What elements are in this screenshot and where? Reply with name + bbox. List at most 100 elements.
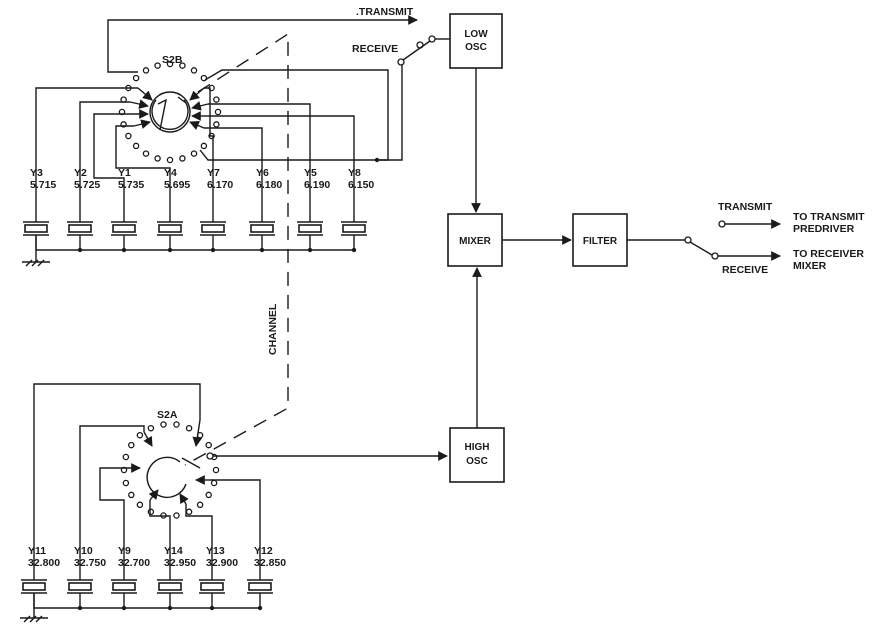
s2a-contact (122, 479, 130, 487)
s2b-contact (166, 60, 174, 68)
crystal-name: Y3 (30, 167, 43, 179)
crystal-frequency: 5.725 (74, 179, 100, 191)
receive-top-label: RECEIVE (352, 43, 398, 55)
transmit-right-label: TRANSMIT (718, 201, 773, 213)
s2a-contact (147, 508, 155, 516)
low-crystal-y3: Y35.715 (23, 167, 56, 250)
s2b-contact (214, 108, 222, 116)
s2a-contact (128, 491, 135, 499)
s2b-contact (142, 150, 150, 157)
svg-text:HIGH: HIGH (465, 442, 490, 453)
s2a-label: S2A (157, 409, 178, 421)
s2b-contact (213, 96, 220, 103)
s2b-rotor (149, 91, 191, 133)
low-crystal-y4: Y45.695 (157, 167, 190, 253)
low-crystal-y2: Y25.725 (67, 167, 100, 253)
s2a-contact (205, 491, 212, 499)
s2a-contact (128, 441, 135, 449)
s2b-contact (154, 62, 161, 69)
crystal-name: Y7 (207, 167, 220, 179)
s2a-contact (160, 421, 167, 428)
s2a-contact (185, 508, 193, 516)
crystal-name: Y11 (28, 545, 46, 557)
output-tr-switch[interactable]: TRANSMIT RECEIVE TO TRANSMIT PREDRIVER T… (684, 201, 865, 276)
to-receiver-mixer-label: MIXER (793, 260, 827, 272)
crystal-frequency: 6.150 (348, 179, 374, 191)
s2a-contact (173, 512, 180, 519)
to-transmit-predriver-label: PREDRIVER (793, 223, 855, 235)
svg-text:OSC: OSC (465, 42, 487, 53)
crystal-frequency: 6.190 (304, 179, 330, 191)
s2b-contact (142, 67, 150, 74)
crystal-name: Y12 (254, 545, 273, 557)
s2a-rotor (146, 456, 201, 499)
svg-text:FILTER: FILTER (583, 236, 618, 247)
receive-right-label: RECEIVE (722, 264, 768, 276)
crystal-frequency: 32.850 (254, 557, 286, 569)
crystal-frequency: 32.800 (28, 557, 60, 569)
s2b-contact (166, 156, 174, 164)
s2b-contact (213, 121, 220, 128)
svg-text:MIXER: MIXER (459, 236, 491, 247)
s2b-contact-ring (118, 60, 222, 164)
s2a-contact (147, 424, 155, 432)
low-osc-tr-switch[interactable]: RECEIVE .TRANSMIT (352, 6, 450, 66)
crystal-frequency: 5.735 (118, 179, 144, 191)
low-crystal-y1: Y15.735 (111, 167, 144, 253)
crystal-frequency: 5.715 (30, 179, 56, 191)
crystal-frequency: 6.180 (256, 179, 282, 191)
to-receiver-label: TO RECEIVER (793, 248, 864, 260)
s2a-section: S2A Y1132.800Y1032.750Y932.700Y1432.950Y… (20, 383, 448, 623)
s2b-contact (179, 155, 186, 162)
s2b-contact (125, 132, 132, 140)
svg-text:LOW: LOW (464, 29, 488, 40)
crystal-name: Y6 (256, 167, 269, 179)
channel-gang-link: CHANNEL (184, 32, 289, 466)
s2a-contact (136, 501, 144, 509)
s2b-label: S2B (162, 54, 183, 66)
crystal-name: Y9 (118, 545, 131, 557)
s2b-section: S2B Y35.715 Y25.725 Y15.735 Y45.695 Y76.170 Y… (22, 15, 418, 267)
low-osc-block: LOW OSC (449, 13, 503, 69)
crystal-frequency: 32.900 (206, 557, 238, 569)
s2a-contact (122, 453, 130, 461)
s2a-contact-ring (120, 421, 220, 519)
crystal-frequency: 5.695 (164, 179, 190, 191)
s2a-contact (196, 501, 204, 509)
crystal-name: Y1 (118, 167, 131, 179)
s2a-contact (185, 424, 193, 432)
mixer-block: MIXER (447, 213, 503, 267)
to-transmit-label: TO TRANSMIT (793, 211, 865, 223)
low-crystal-y5: Y56.190 (297, 167, 330, 253)
crystal-name: Y8 (348, 167, 361, 179)
s2a-contact (205, 441, 212, 449)
channel-label: CHANNEL (267, 303, 279, 355)
crystal-name: Y4 (164, 167, 177, 179)
crystal-frequency: 32.750 (74, 557, 106, 569)
s2a-contact (136, 431, 144, 439)
low-crystal-y8: Y86.150 (341, 167, 374, 253)
svg-text:OSC: OSC (466, 456, 488, 467)
s2a-contact (173, 421, 180, 428)
s2b-contact (190, 67, 198, 74)
high-osc-block: HIGH OSC (449, 427, 505, 483)
low-crystal-row: Y35.715Y25.725Y15.735Y45.695Y76.170Y66.1… (23, 167, 374, 253)
s2b-contact (179, 62, 186, 69)
crystal-frequency: 6.170 (207, 179, 233, 191)
crystal-name: Y5 (304, 167, 317, 179)
s2a-contact (210, 479, 218, 487)
high-crystal-row: Y1132.800Y1032.750Y932.700Y1432.950Y1332… (21, 545, 286, 611)
crystal-name: Y10 (74, 545, 93, 557)
transmit-top-label: .TRANSMIT (356, 6, 414, 18)
s2a-contact (212, 466, 220, 474)
crystal-name: Y2 (74, 167, 87, 179)
s2b-contact (132, 74, 140, 82)
s2b-contact (200, 142, 208, 150)
crystal-frequency: 32.700 (118, 557, 150, 569)
s2b-contact (154, 155, 161, 162)
